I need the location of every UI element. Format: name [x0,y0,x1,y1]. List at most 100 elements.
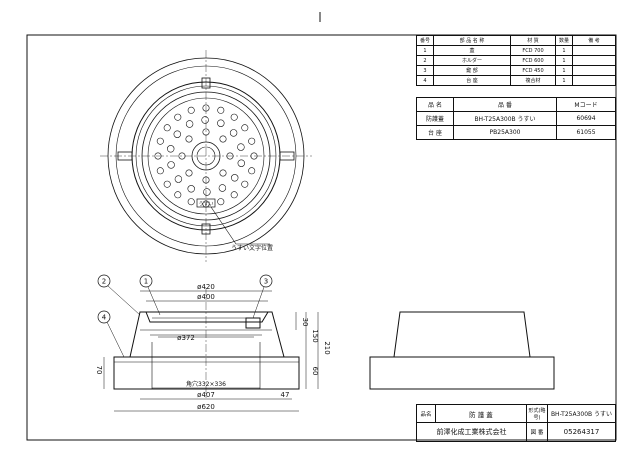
cover-pocket [248,137,256,145]
title-model-value: BH-T25A300B うすい [547,404,616,423]
dim-400: ø400 [197,293,215,301]
cover-pocket [237,159,246,167]
cover-pocket [203,188,211,196]
balloon-1: 1 [144,278,148,286]
dim-620: ø620 [197,403,215,411]
cover-pocket [217,106,225,114]
cover-pocket [185,169,193,177]
cover-pocket [174,113,182,121]
cover-pocket [156,137,164,145]
cover-pocket [217,119,225,127]
cover-pocket [178,152,186,160]
cover-pocket [167,145,175,153]
cover-pocket [217,198,225,206]
cover-pocket [218,184,227,192]
title-block: 品名 防 護 蓋 形式(略号) BH-T25A300B うすい 前澤化成工業株式… [416,404,616,442]
dim-407: ø407 [197,391,215,399]
product-table-cell: 60694 [556,111,616,126]
cover-pocket [248,167,256,175]
product-header-mcode: Mコード [556,97,616,112]
parts-header-remarks: 備 考 [572,35,616,46]
cover-pocket [163,180,171,188]
product-header-code: 品 番 [453,97,557,112]
parts-header-material: 材 質 [510,35,556,46]
product-header-name: 品 名 [416,97,454,112]
cover-pocket [219,169,227,177]
cover-pocket [185,120,194,128]
callout-text: うすい文字位置 [231,244,273,252]
balloon-2: 2 [102,278,106,286]
drawing-no: 05264317 [547,422,616,442]
parts-table-cell: 1 [555,45,573,56]
dim-150: 150 [311,329,319,342]
cover-pocket [237,143,245,151]
parts-table-cell: 1 [416,45,434,56]
product-table-cell: 防護蓋 [416,111,454,126]
cover-pocket [187,106,195,114]
parts-header-qty: 数量 [555,35,573,46]
balloon-3: 3 [264,278,268,286]
cover-pocket [156,167,164,175]
product-table-cell: BH-T25A300B うすい [453,111,557,126]
parts-table-cell [572,55,616,66]
cover-pocket [167,161,175,169]
cover-pocket [230,113,238,121]
dim-30: 30 [301,318,309,327]
cover-pocket [173,130,182,138]
product-table-cell: PB25A300 [453,125,557,140]
parts-table-cell: ホルダー [433,55,511,66]
parts-table-cell [572,75,616,86]
side-view [369,311,555,390]
title-model-label: 形式(略号) [526,404,548,423]
cover-pocket [201,116,209,124]
title-name-label: 品名 [416,404,436,423]
cover-pocket [250,152,258,160]
dim-70: 70 [95,366,103,375]
parts-table-cell: FCD 600 [510,55,556,66]
parts-table-cell: FCD 450 [510,65,556,76]
cover-pocket [154,152,162,160]
parts-table-cell: 鍵 部 [433,65,511,76]
company-name: 前澤化成工業株式会社 [416,422,527,442]
svg-text:うすい: うすい [198,202,213,208]
cover-pocket [202,176,210,184]
cover-pocket [187,185,195,193]
cover-pocket [230,191,238,199]
parts-table-header: 番号 部 品 名 称 材 質 数量 備 考 [416,35,616,46]
drawing-no-label: 図 番 [526,422,548,442]
cover-pocket [174,191,182,199]
dim-210: 210 [323,341,331,354]
cover-pocket [187,198,195,206]
parts-header-no: 番号 [416,35,434,46]
parts-header-name: 部 品 名 称 [433,35,511,46]
dim-420: ø420 [197,283,215,291]
parts-table-cell [572,45,616,56]
cover-pocket [185,135,193,143]
cover-pocket [231,174,239,182]
dim-372: ø372 [177,334,195,342]
dim-inner: 角穴332×336 [186,380,226,388]
parts-table-cell: 1 [555,65,573,76]
cover-pocket [226,152,234,160]
product-table-header: 品 名 品 番 Mコード [416,97,616,112]
callout-leader [210,206,270,245]
cover-pocket [219,135,227,143]
parts-table-cell: FCD 700 [510,45,556,56]
section-view: ø420 ø400 ø372 角穴332×336 ø407 47 ø620 30… [95,274,331,412]
cover-pocket [241,180,249,188]
parts-table-cell [572,65,616,76]
drawing-border [26,34,617,441]
plan-view: うすい うすい文字位置 [100,50,312,262]
parts-table-cell: 台 座 [433,75,511,86]
cover-pocket [174,175,183,183]
cover-pocket [241,124,249,132]
